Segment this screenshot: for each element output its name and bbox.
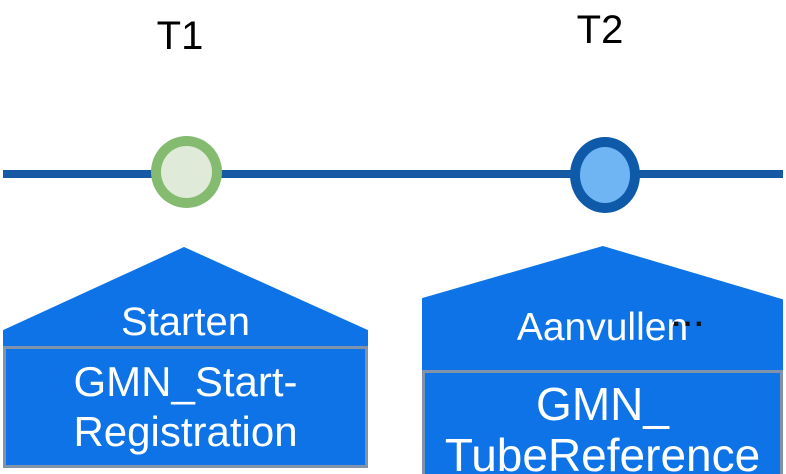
form-name-line: GMN_ [536, 378, 669, 431]
timeline-line [3, 170, 783, 178]
callout-t1: Starten GMN_Start- Registration [3, 247, 368, 468]
callout-t2-roof: Aanvullen ... [422, 246, 783, 370]
milestone-dot-t2-icon [570, 137, 640, 213]
milestone-dot-t1-icon [151, 136, 222, 208]
callout-t1-roof: Starten [3, 247, 368, 346]
more-indicator: ... [672, 300, 707, 333]
timepoint-label-t1: T1 [156, 14, 204, 58]
form-name-line: TubeReference [444, 429, 761, 474]
callout-t1-box: GMN_Start- Registration [3, 346, 368, 468]
event-label-t1: Starten [121, 300, 250, 344]
callout-t2: Aanvullen ... GMN_ TubeReference [422, 246, 783, 474]
form-name-line: GMN_Start- [73, 358, 298, 406]
callout-t2-box: GMN_ TubeReference [422, 370, 783, 474]
form-name-line: Registration [73, 408, 298, 455]
timepoint-label-t2: T2 [576, 8, 624, 52]
event-label-t2: Aanvullen [516, 306, 689, 350]
